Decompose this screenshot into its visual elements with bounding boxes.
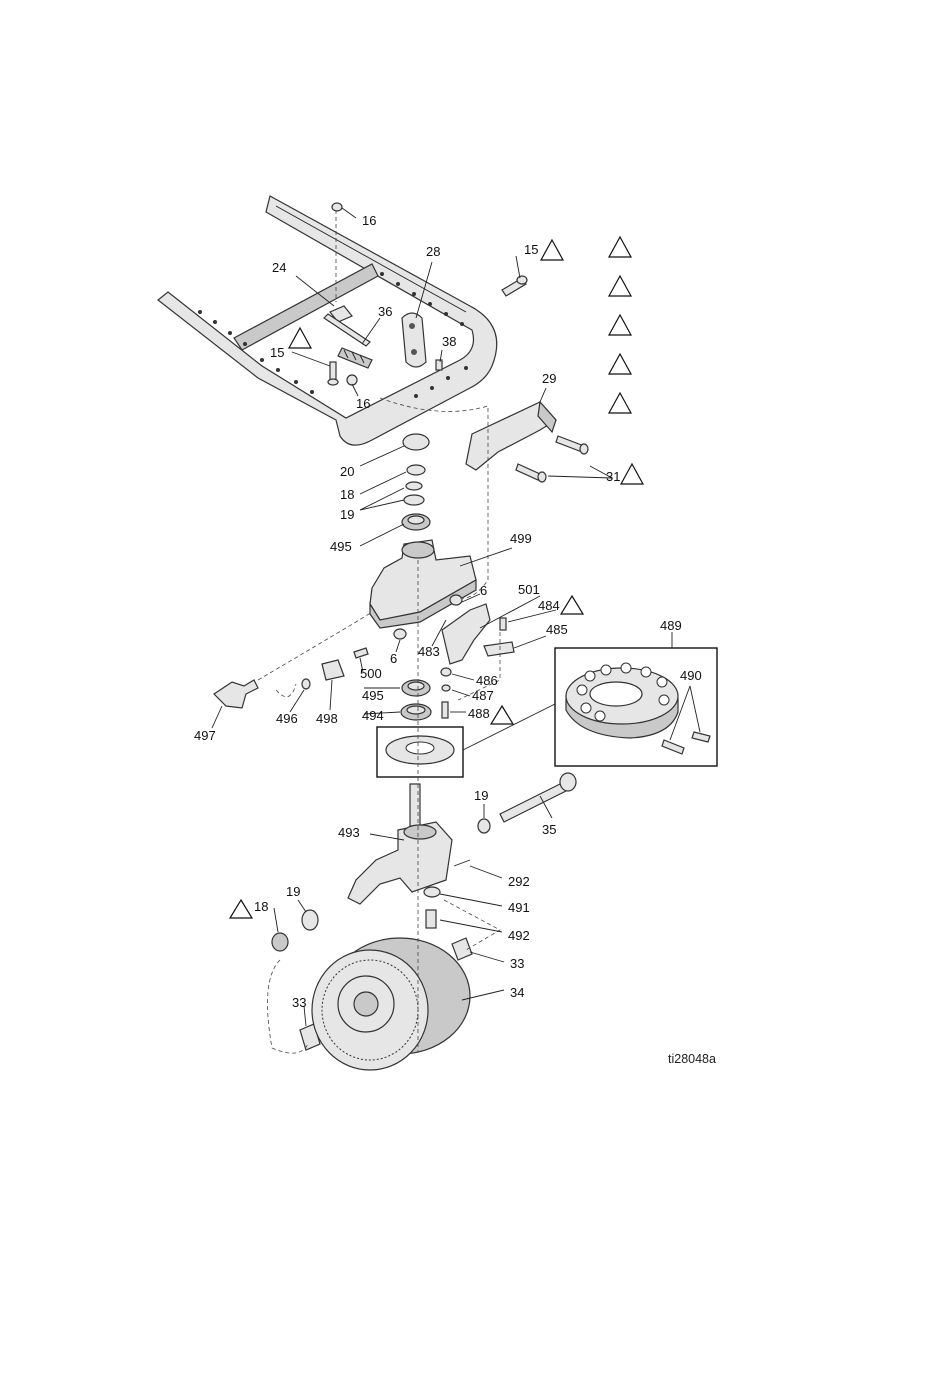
block-498 bbox=[322, 660, 344, 680]
spring-36 bbox=[324, 314, 372, 368]
callout-31: 31 bbox=[606, 469, 620, 484]
callout-494: 494 bbox=[362, 708, 384, 723]
callout-495-low: 495 bbox=[362, 688, 384, 703]
plate-28 bbox=[402, 313, 426, 367]
callout-16-top: 16 bbox=[362, 213, 376, 228]
figure-reference: ti28048a bbox=[668, 1052, 716, 1066]
callout-36: 36 bbox=[378, 304, 392, 319]
callout-486: 486 bbox=[476, 673, 498, 688]
callout-6-left: 6 bbox=[390, 651, 397, 666]
screw-500 bbox=[354, 648, 368, 658]
callout-491: 491 bbox=[508, 900, 530, 915]
callout-496: 496 bbox=[276, 711, 298, 726]
callout-19-left: 19 bbox=[286, 884, 300, 899]
washers-19 bbox=[404, 482, 424, 505]
bearing-495-top bbox=[402, 514, 430, 530]
nut-18-left bbox=[272, 933, 288, 951]
washer-19-left bbox=[302, 910, 318, 930]
warning-triangle-icon bbox=[609, 393, 631, 413]
callout-20: 20 bbox=[340, 464, 354, 479]
screw-38 bbox=[436, 360, 442, 370]
callout-497: 497 bbox=[194, 728, 216, 743]
callout-18: 18 bbox=[340, 487, 354, 502]
bearing-495-low bbox=[402, 680, 430, 696]
warning-triangle-icon bbox=[609, 237, 631, 257]
callout-484: 484 bbox=[538, 598, 560, 613]
washer-491 bbox=[424, 887, 440, 897]
callout-492: 492 bbox=[508, 928, 530, 943]
callout-15-left: 15 bbox=[270, 345, 284, 360]
knob-497 bbox=[214, 680, 258, 708]
callout-490: 490 bbox=[680, 668, 702, 683]
nut-6-right bbox=[450, 595, 462, 605]
callout-488: 488 bbox=[468, 706, 490, 721]
callout-18-left: 18 bbox=[254, 899, 268, 914]
bearing-494 bbox=[401, 704, 431, 720]
warning-triangle-icon bbox=[541, 240, 563, 260]
screw-484 bbox=[500, 618, 506, 630]
washer-18 bbox=[407, 465, 425, 475]
plate-485 bbox=[484, 642, 514, 656]
lever-501 bbox=[442, 604, 490, 664]
warning-triangle-icon bbox=[230, 900, 252, 918]
warning-triangle-icon bbox=[609, 315, 631, 335]
callout-493: 493 bbox=[338, 825, 360, 840]
callout-24: 24 bbox=[272, 260, 286, 275]
bolts-31 bbox=[516, 436, 588, 482]
cover-29 bbox=[466, 402, 556, 470]
callout-19: 19 bbox=[340, 507, 354, 522]
warning-triangle-icon bbox=[609, 354, 631, 374]
washer-496 bbox=[302, 679, 310, 689]
callout-501: 501 bbox=[518, 582, 540, 597]
warning-triangle-icon bbox=[609, 276, 631, 296]
nut-6-left bbox=[394, 629, 406, 639]
callout-500: 500 bbox=[360, 666, 382, 681]
callout-495-top: 495 bbox=[330, 539, 352, 554]
cap-20 bbox=[403, 434, 429, 450]
callout-292: 292 bbox=[508, 874, 530, 889]
screw-492 bbox=[426, 910, 436, 928]
callout-19-right: 19 bbox=[474, 788, 488, 803]
callout-489: 489 bbox=[660, 618, 682, 633]
nuts-486-487 bbox=[441, 668, 451, 691]
warning-triangle-icon bbox=[289, 328, 311, 348]
warning-triangle-icon bbox=[621, 464, 643, 484]
cap-16-mid bbox=[347, 375, 357, 385]
callout-16-mid: 16 bbox=[356, 396, 370, 411]
warning-triangle-icon bbox=[491, 706, 513, 724]
fork-493 bbox=[348, 784, 452, 904]
callout-6-right: 6 bbox=[480, 583, 487, 598]
bolt-35 bbox=[500, 773, 576, 822]
legend-triangles bbox=[609, 237, 631, 413]
cap-16-top bbox=[332, 203, 342, 211]
index-plate-small bbox=[377, 727, 463, 777]
housing-499 bbox=[370, 540, 476, 628]
callout-483: 483 bbox=[418, 644, 440, 659]
warning-triangle-icon bbox=[561, 596, 583, 614]
callout-487: 487 bbox=[472, 688, 494, 703]
callout-33-left: 33 bbox=[292, 995, 306, 1010]
callout-34: 34 bbox=[510, 985, 524, 1000]
callout-28: 28 bbox=[426, 244, 440, 259]
callout-29: 29 bbox=[542, 371, 556, 386]
wheel-34 bbox=[312, 938, 470, 1070]
callout-33-right: 33 bbox=[510, 956, 524, 971]
pin-488 bbox=[442, 702, 448, 718]
callout-499: 499 bbox=[510, 531, 532, 546]
callout-485: 485 bbox=[546, 622, 568, 637]
callout-498: 498 bbox=[316, 711, 338, 726]
callout-35: 35 bbox=[542, 822, 556, 837]
washer-19-right bbox=[478, 819, 490, 833]
bolt-15-top bbox=[502, 276, 527, 296]
bushing-33-right bbox=[452, 938, 472, 960]
pin-292 bbox=[454, 860, 470, 866]
callout-15-top: 15 bbox=[524, 242, 538, 257]
callout-38: 38 bbox=[442, 334, 456, 349]
